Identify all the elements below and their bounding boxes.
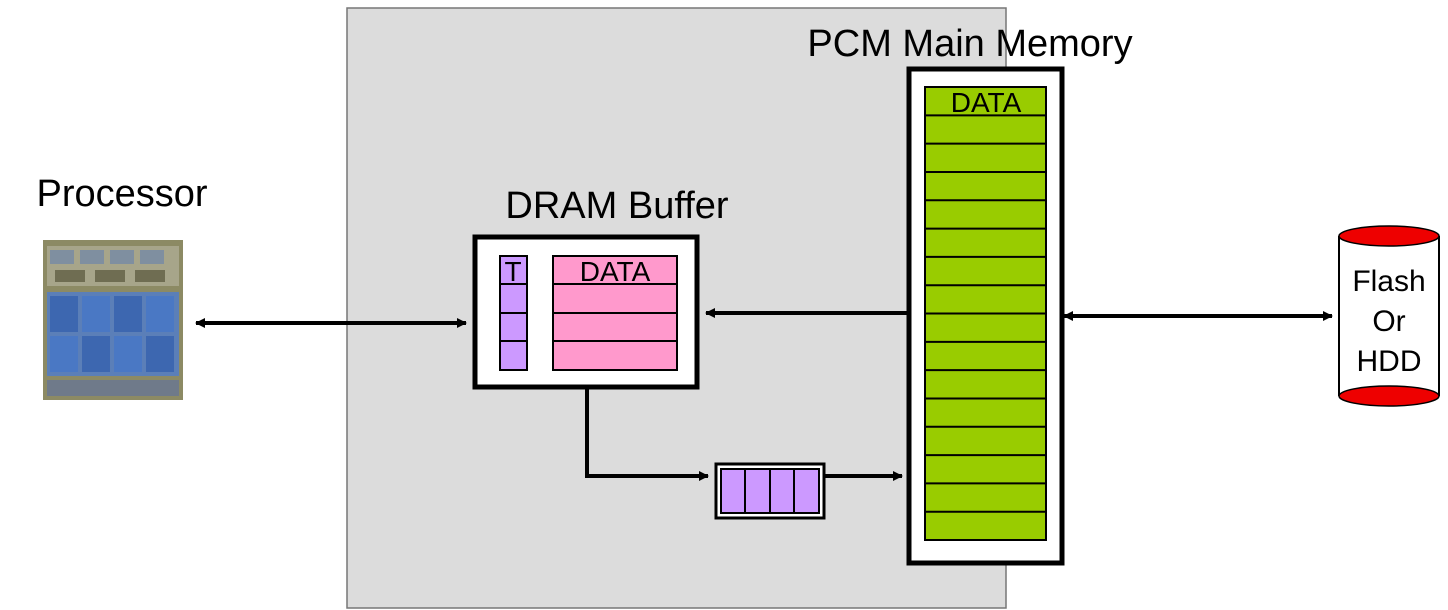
dram-data-label: DATA <box>580 256 651 287</box>
write-queue <box>714 462 826 520</box>
storage-label-line2: Or <box>1372 305 1405 338</box>
pcm-main-memory-title: PCM Main Memory <box>807 23 1132 65</box>
dram-buffer-title: DRAM Buffer <box>505 185 728 227</box>
processor-die-icon <box>43 240 183 400</box>
dram-buffer-box <box>472 234 700 390</box>
pcm-data-label: DATA <box>951 87 1022 118</box>
storage-cylinder-icon <box>1338 225 1440 407</box>
dram-to-queue-connector <box>585 389 709 481</box>
pcm-memory-array <box>906 66 1065 566</box>
storage-label-line3: HDD <box>1357 345 1422 378</box>
processor-title: Processor <box>36 173 207 215</box>
tag-label: T <box>504 256 521 287</box>
storage-label-line1: Flash <box>1352 265 1425 298</box>
